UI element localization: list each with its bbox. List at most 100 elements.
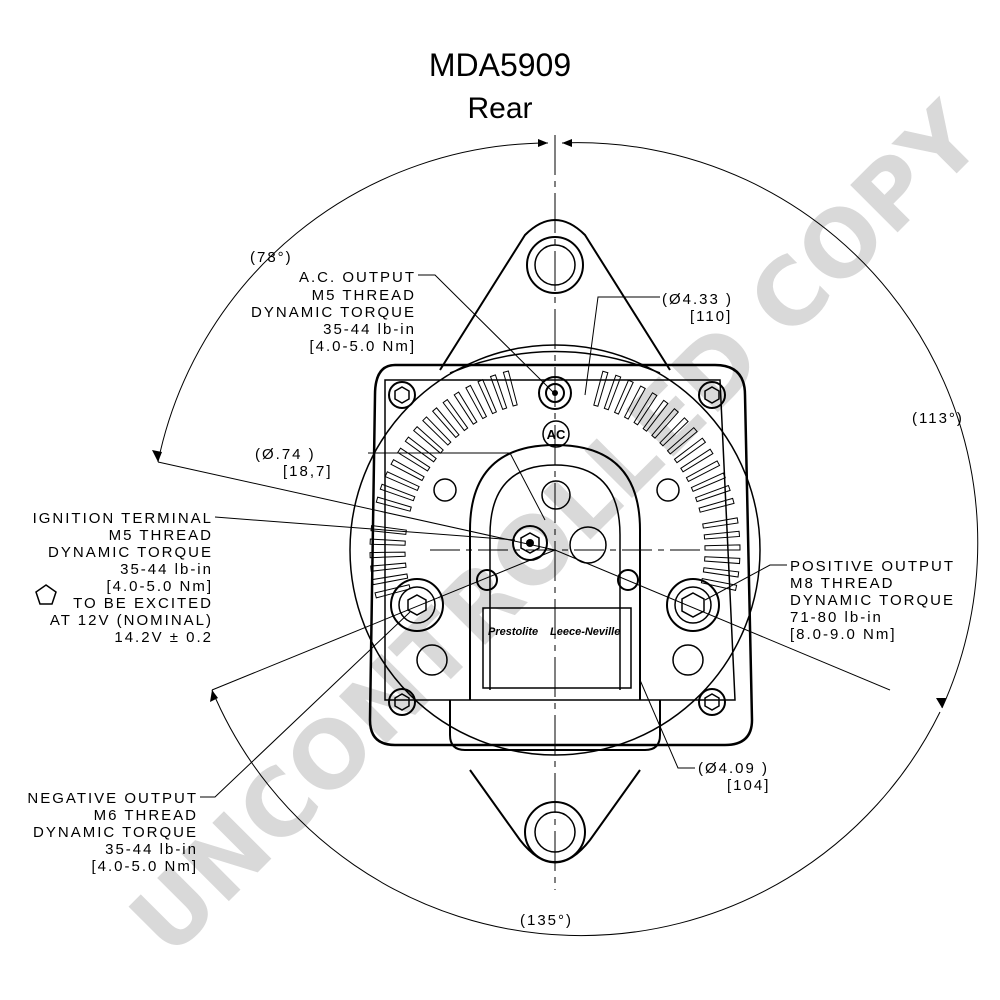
cooling-fin — [370, 562, 407, 572]
leader-ac-output — [418, 274, 554, 393]
arrow-head-top-right — [562, 139, 572, 147]
cooling-fin — [698, 497, 735, 513]
angle-label-78: (78°) — [250, 249, 293, 266]
pentagon-symbol — [35, 584, 57, 605]
dia-409-line-2: [104] — [727, 777, 770, 794]
cooling-fin — [384, 471, 420, 492]
arrow-head-bottom-left — [210, 690, 218, 702]
cooling-fin — [431, 407, 460, 439]
positive-line-5: [8.0-9.0 Nm] — [790, 626, 897, 643]
cooling-fin — [700, 578, 738, 591]
leader-dia-433 — [584, 296, 660, 396]
cooling-fin — [666, 426, 698, 455]
cooling-fin — [642, 399, 669, 432]
cooling-fin — [694, 484, 731, 503]
bottom-mount-hole — [524, 801, 586, 863]
positive-line-4: 71-80 lb-in — [790, 609, 883, 626]
cooling-fin — [651, 407, 680, 439]
ignition-terminal — [512, 525, 548, 561]
ac-output-line-2: M5 THREAD — [312, 287, 416, 304]
ignition-line-6: TO BE EXCITED — [73, 595, 213, 612]
cooling-fin — [633, 392, 658, 426]
ignition-line-5: [4.0-5.0 Nm] — [106, 578, 213, 595]
page-title: MDA5909 — [429, 47, 571, 83]
top-mounting-ear — [439, 219, 671, 371]
positive-line-2: M8 THREAD — [790, 575, 894, 592]
left-lug-hole — [416, 644, 448, 676]
cooling-fin — [371, 573, 409, 586]
cooling-fin — [489, 374, 508, 411]
ac-label-circle — [542, 420, 570, 448]
negative-line-2: M6 THREAD — [94, 807, 198, 824]
positive-line-1: POSITIVE OUTPUT — [790, 558, 955, 575]
brand-leece-neville: Leece-Neville — [550, 626, 620, 638]
cooling-fin — [704, 556, 741, 565]
rectifier-arch-inner — [489, 464, 621, 690]
cooling-fin — [465, 384, 488, 420]
ignition-line-3: DYNAMIC TORQUE — [48, 544, 213, 561]
negative-line-3: DYNAMIC TORQUE — [33, 824, 198, 841]
cooling-fin — [673, 437, 707, 464]
cooling-fin — [704, 544, 741, 551]
ignition-line-7: AT 12V (NOMINAL) — [50, 612, 213, 629]
extension-line-bottom-left — [211, 549, 556, 691]
right-lug-hole — [672, 644, 704, 676]
cooling-fin — [593, 370, 609, 407]
cooling-fin — [680, 448, 714, 473]
negative-line-5: [4.0-5.0 Nm] — [91, 858, 198, 875]
corner-bolt-top-left — [388, 381, 416, 409]
cooling-fin — [477, 379, 498, 415]
arrow-head-left — [152, 450, 162, 462]
ac-output-line-5: [4.0-5.0 Nm] — [309, 338, 416, 355]
leader-ignition — [214, 516, 516, 541]
arch-small-circle — [541, 480, 571, 510]
cooling-fin — [703, 530, 741, 540]
extension-line-right — [554, 549, 891, 691]
cooling-fin — [623, 385, 646, 420]
ignition-line-2: M5 THREAD — [109, 527, 213, 544]
angle-label-135: (135°) — [520, 912, 573, 929]
housing-body — [368, 363, 754, 747]
dimension-arc-135 — [211, 689, 941, 937]
bottom-mount-hole-inner — [534, 811, 576, 853]
housing-inner-outline — [384, 379, 736, 701]
cooling-fin — [702, 567, 740, 578]
ac-output-line-4: 35-44 lb-in — [323, 321, 416, 338]
cooling-fin — [422, 416, 452, 446]
corner-bolt-top-right — [698, 381, 726, 409]
positive-output-terminal — [666, 578, 720, 632]
positive-line-3: DYNAMIC TORQUE — [790, 592, 955, 609]
ac-output-line-1: A.C. OUTPUT — [299, 269, 416, 286]
ignition-line-8: 14.2V ± 0.2 — [114, 629, 213, 646]
cooling-fin — [374, 584, 411, 599]
left-upper-stud — [433, 478, 457, 502]
brand-label-box — [482, 607, 632, 689]
cooling-fin — [404, 436, 437, 463]
corner-bolt-bottom-right — [698, 688, 726, 716]
leader-dia-409 — [639, 679, 695, 769]
top-mount-hole-inner — [534, 244, 576, 286]
dia-433-line-1: (Ø4.33 ) — [662, 291, 733, 308]
dia-074-line-2: [18,7] — [283, 463, 333, 480]
top-arc-rim — [449, 350, 661, 374]
page-subtitle: Rear — [467, 92, 532, 125]
cooling-fin — [685, 460, 721, 483]
cooling-fin — [369, 538, 406, 546]
right-upper-stud — [656, 478, 680, 502]
cooling-fins — [369, 370, 741, 599]
rectifier-arch-outer — [469, 443, 641, 700]
brand-plate — [449, 700, 661, 751]
ac-terminal-label: AC — [547, 427, 566, 442]
arrow-head-bottom-right — [936, 698, 946, 708]
brand-prestolite: Prestolite — [488, 626, 538, 638]
cooling-fin — [390, 459, 425, 482]
top-mount-hole — [526, 236, 584, 294]
cooling-fin — [603, 374, 622, 411]
angle-label-113: (113°) — [912, 410, 964, 427]
ignition-line-4: 35-44 lb-in — [120, 561, 213, 578]
cooling-fin — [453, 391, 478, 425]
leader-negative — [200, 611, 411, 798]
arch-bearing-circle — [569, 526, 607, 564]
dimension-arc-78 — [157, 142, 549, 463]
